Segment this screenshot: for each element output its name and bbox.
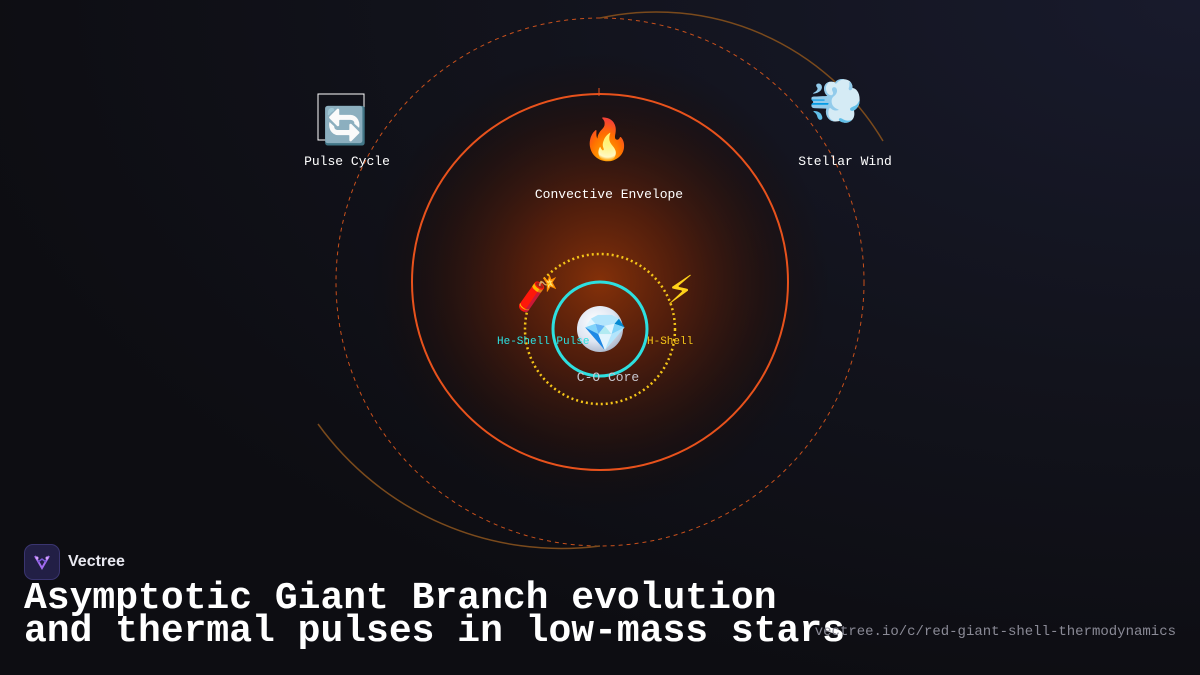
firecracker-icon: 🧨 xyxy=(517,274,559,314)
page-title: Asymptotic Giant Branch evolution and th… xyxy=(24,577,845,653)
wind-arc-bottom xyxy=(317,423,601,550)
wind-arc-top xyxy=(599,11,884,142)
fire-icon: 🔥 xyxy=(582,116,632,163)
convective-envelope-boundary xyxy=(411,93,789,471)
h-shell-label: H-Shell xyxy=(647,336,693,348)
vectree-logo-icon xyxy=(24,544,60,580)
stellar-wind-icon: 💨 xyxy=(809,76,864,127)
core-label: C-O Core xyxy=(577,370,639,385)
core-sphere xyxy=(577,306,623,352)
he-shell-boundary xyxy=(551,280,649,378)
h-shell-boundary xyxy=(523,252,677,406)
lightning-icon: ⚡ xyxy=(666,268,694,314)
title-line-1: Asymptotic Giant Branch evolution xyxy=(24,577,777,620)
stellar-wind-label: Stellar Wind xyxy=(798,154,892,169)
source-url[interactable]: vectree.io/c/red-giant-shell-thermodynam… xyxy=(814,624,1176,640)
gem-icon: 💎 xyxy=(583,313,628,354)
pulse-cycle-icon: 🔄 xyxy=(323,105,368,147)
pulse-cycle-frame xyxy=(317,93,365,141)
title-line-2: and thermal pulses in low-mass stars xyxy=(24,610,845,653)
convective-envelope-label: Convective Envelope xyxy=(535,187,683,202)
he-shell-label: He-Shell Pulse xyxy=(497,336,589,348)
brand-name: Vectree xyxy=(68,553,125,570)
pulse-cycle-label: Pulse Cycle xyxy=(304,154,390,169)
brand: Vectree xyxy=(24,544,125,580)
